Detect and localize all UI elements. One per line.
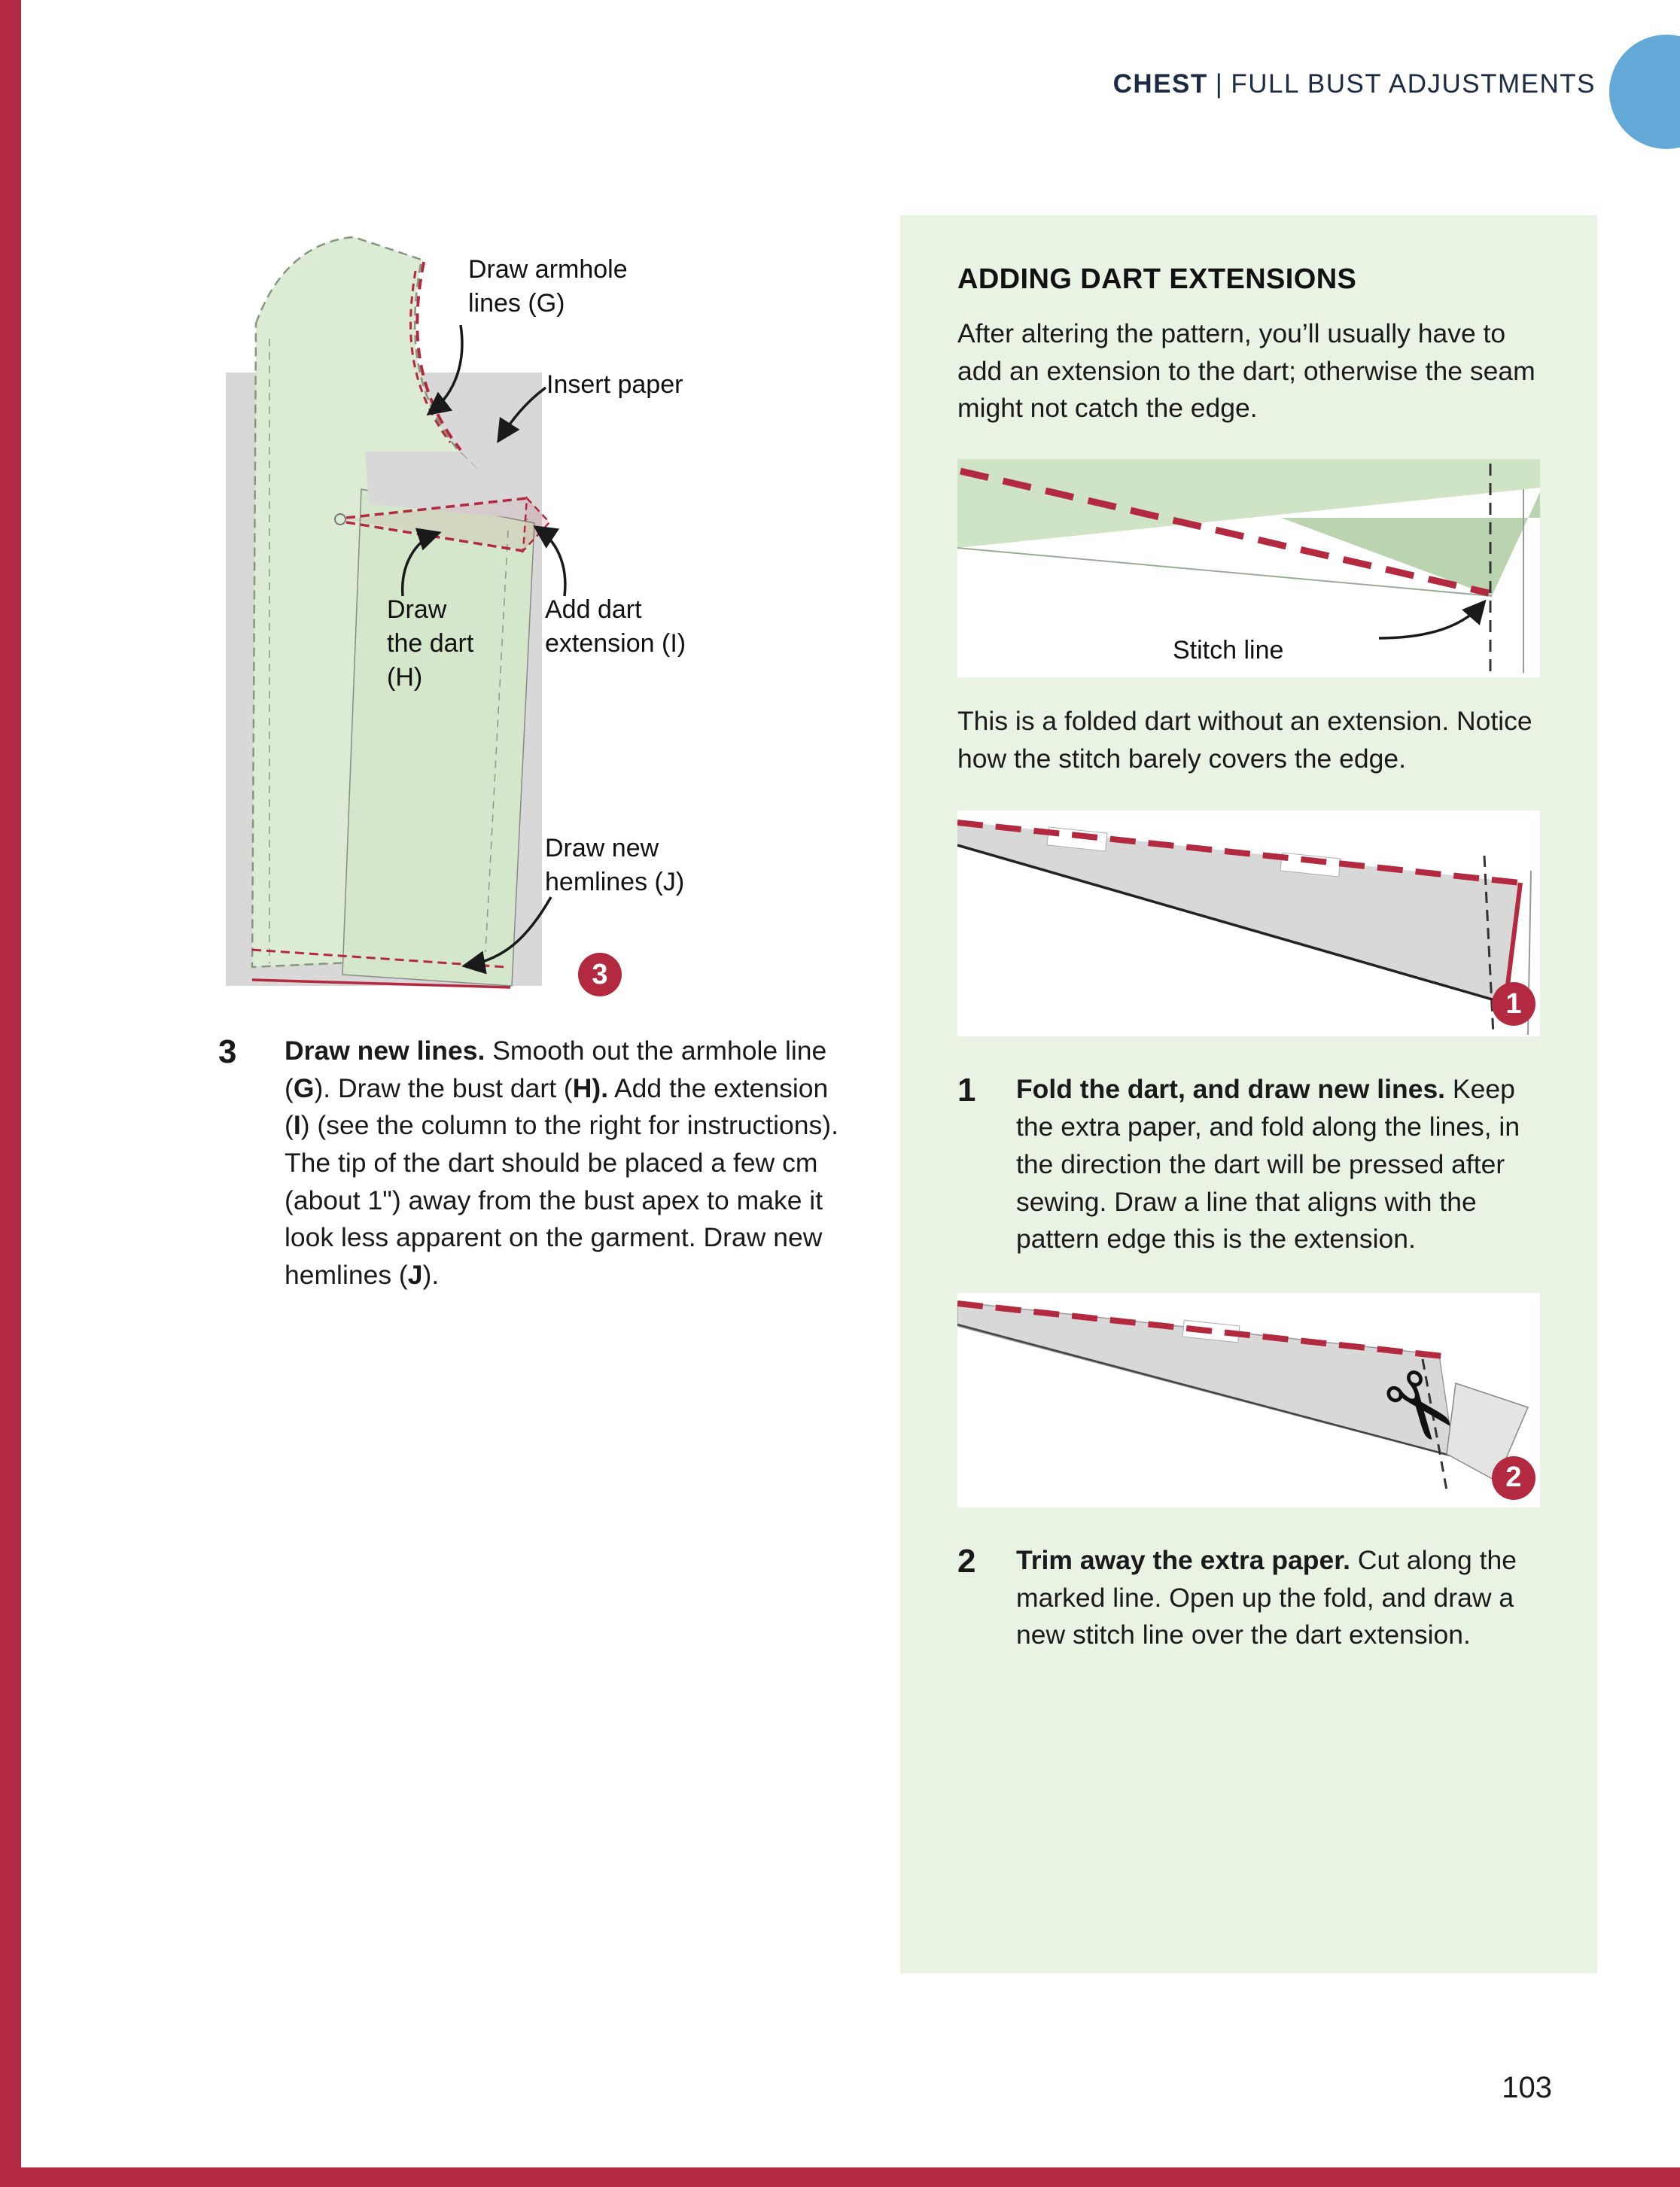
seam-red-dashed	[957, 820, 1521, 887]
seam-guide-right	[485, 530, 509, 953]
label-add-dart-extension: Add dart extension (I)	[545, 595, 686, 658]
arrow-to-stitch-corner	[1378, 599, 1487, 640]
figure-badge-2: 2	[1492, 1455, 1535, 1500]
figure-trim-paper-art: ✂	[957, 1292, 1540, 1507]
folded-dart-dark	[1281, 492, 1540, 597]
arrow-to-dart	[400, 528, 442, 597]
step-3-text: Draw new lines. Smooth out the armhole l…	[285, 1036, 838, 1291]
header-title: FULL BUST ADJUSTMENTS	[1231, 69, 1596, 99]
step-3-number: 3	[218, 1033, 237, 1070]
label-insert-paper: Insert paper	[546, 370, 683, 399]
fold-bottom-edge	[957, 844, 1506, 1005]
figure-stitch-line: Stitch line	[957, 459, 1540, 678]
dart-extension-I	[522, 496, 551, 554]
dart-H-upper-leg	[345, 497, 528, 519]
arrow-to-armhole	[426, 324, 464, 416]
hemline-J-solid	[251, 978, 511, 989]
fold-bottom-edge	[957, 1323, 1451, 1457]
panel-title: ADDING DART EXTENSIONS	[957, 263, 1357, 295]
step-3: 3 Draw new lines. Smooth out the armhole…	[218, 1033, 851, 1294]
page-edge-stripe-bottom	[0, 2167, 1680, 2187]
step-2-text: Trim away the extra paper. Cut along the…	[1016, 1544, 1517, 1650]
label-draw-new-hemlines: Draw new hemlines (J)	[545, 834, 685, 896]
running-header: CHEST|FULL BUST ADJUSTMENTS	[1113, 69, 1596, 99]
step-2-number: 2	[957, 1542, 976, 1580]
figure-badge-1: 1	[1492, 982, 1535, 1027]
figure-badge-3: 3	[578, 953, 622, 996]
armhole-line-G-outer	[415, 261, 462, 452]
sidebar-adding-dart-extensions: ADDING DART EXTENSIONS After altering th…	[900, 215, 1597, 1973]
label-draw-the-dart: Draw the dart (H)	[387, 595, 474, 692]
header-separator: |	[1215, 69, 1224, 99]
figure-stitch-line-art	[957, 459, 1540, 678]
fabric-green	[957, 459, 1540, 549]
figure-trim-paper: ✂ 2	[957, 1292, 1540, 1507]
step-1-text: Fold the dart, and draw new lines. Keep …	[1016, 1074, 1520, 1255]
step-1: 1 Fold the dart, and draw new lines. Kee…	[957, 1071, 1540, 1258]
header-section: CHEST	[1112, 69, 1208, 99]
page-edge-stripe-left	[0, 0, 21, 2187]
panel-intro: After altering the pattern, you’ll usual…	[957, 318, 1535, 424]
pattern-piece-shifted	[342, 488, 535, 987]
label-stitch-line: Stitch line	[1173, 636, 1284, 665]
figure-fold-dart-art	[957, 811, 1540, 1037]
fold-edge	[957, 547, 1493, 598]
seam-red-dashed	[957, 1300, 1444, 1359]
step-2: 2 Trim away the extra paper. Cut along t…	[957, 1542, 1540, 1654]
paper-wedge	[957, 821, 1520, 1005]
step-1-number: 1	[957, 1072, 976, 1109]
page-number: 103	[1502, 2071, 1552, 2104]
arrow-to-extension	[533, 525, 567, 597]
dart-H-fill	[346, 498, 527, 551]
figure-fold-dart: 1	[957, 811, 1540, 1037]
bust-apex-mark	[334, 513, 346, 525]
label-draw-armhole-lines: Draw armhole lines (G)	[468, 255, 628, 318]
panel-caption: This is a folded dart without an extensi…	[957, 706, 1532, 774]
stitch-line-red-dashed	[959, 467, 1490, 597]
arrow-to-hemline	[461, 896, 552, 975]
armhole-line-G-inner	[409, 270, 452, 443]
notch-1	[1046, 826, 1108, 852]
cut-line-dashed	[1421, 1358, 1448, 1491]
arrow-to-insert-paper	[497, 386, 547, 443]
chapter-tab-circle	[1609, 35, 1680, 149]
notch-2	[1280, 852, 1341, 878]
pattern-alteration-diagram	[226, 236, 567, 989]
